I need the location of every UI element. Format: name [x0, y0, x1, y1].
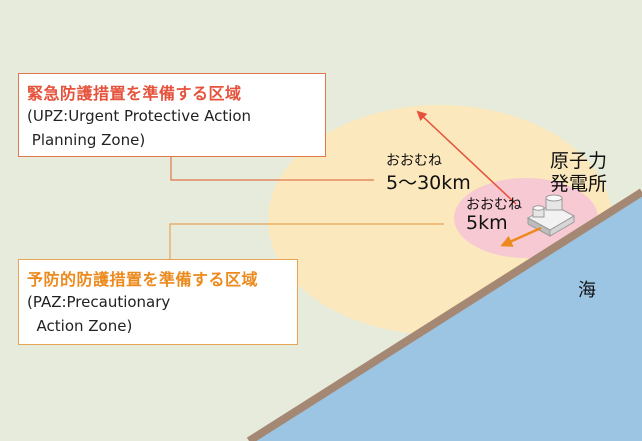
- paz-arrow-icon: [500, 226, 542, 247]
- paz-callout-box: 予防的防護措置を準備する区域 (PAZ:Precautionary Action…: [18, 259, 298, 345]
- upz-approx-label: おおむね: [386, 153, 442, 169]
- sea-label: 海: [578, 280, 596, 301]
- upz-title: 緊急防護措置を準備する区域: [27, 84, 242, 103]
- upz-arrow-icon: [416, 110, 517, 205]
- upz-description: (UPZ:Urgent Protective Action Planning Z…: [27, 107, 252, 149]
- paz-leader-line: [169, 223, 444, 259]
- upz-leader-line: [170, 157, 374, 181]
- upz-distance-label: 5〜30km: [386, 172, 471, 194]
- paz-approx-label: おおむね: [466, 197, 522, 213]
- paz-description: (PAZ:Precautionary Action Zone): [27, 293, 171, 335]
- upz-callout-box: 緊急防護措置を準備する区域 (UPZ:Urgent Protective Act…: [18, 73, 326, 157]
- paz-title: 予防的防護措置を準備する区域: [27, 270, 259, 289]
- coastline: [246, 188, 642, 441]
- paz-distance-label: 5km: [466, 212, 508, 234]
- plant-label: 原子力 発電所: [550, 150, 608, 195]
- nuclear-plant-icon: [526, 194, 576, 237]
